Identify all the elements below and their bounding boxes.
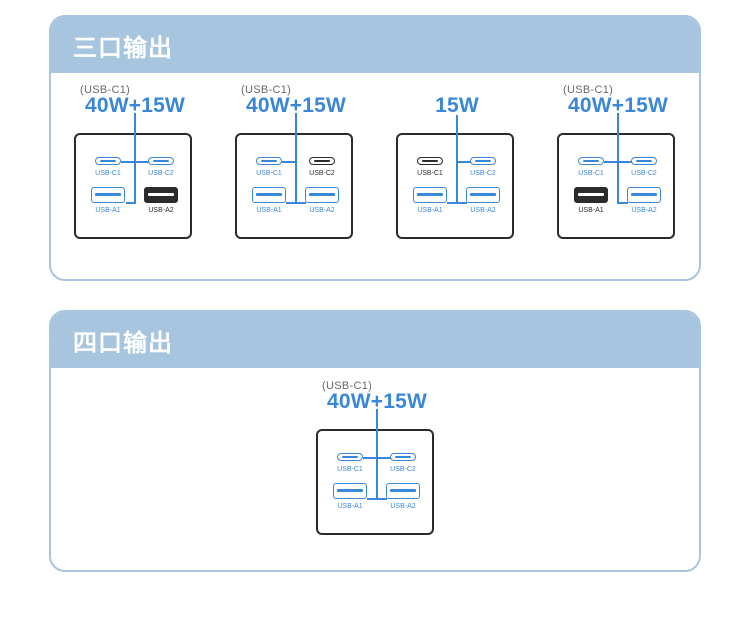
usb-a1-port	[252, 187, 286, 203]
usb-a2-port	[305, 187, 339, 203]
usb-a2-port	[627, 187, 661, 203]
power-value: 40W+15W	[245, 94, 347, 117]
usb-a2-port	[466, 187, 500, 203]
charger-device: USB-C1 USB-C2 USB-A1 USB-A2	[235, 113, 353, 239]
connector-line	[363, 457, 391, 459]
three-port-config-2: (USB-C1) 40W+15W USB-C1 USB-C2 USB-A1 US…	[235, 84, 357, 244]
charger-device: USB-C1 USB-C2 USB-A1 USB-A2	[74, 113, 192, 239]
usb-a1-label: USB-A1	[417, 207, 443, 214]
usb-a1-label: USB-A1	[256, 207, 282, 214]
three-port-title: 三口输出	[51, 17, 699, 73]
usb-a1-label: USB-A1	[95, 207, 121, 214]
usb-c1-label: USB-C1	[578, 170, 604, 177]
four-port-title: 四口输出	[51, 312, 699, 368]
three-port-config-3: 15W USB-C1 USB-C2 USB-A1 USB-A2	[396, 84, 518, 244]
config-note: (USB-C1)	[322, 380, 373, 392]
config-note: (USB-C1)	[563, 84, 614, 96]
three-port-section: 三口输出 (USB-C1) 40W+15W USB-C1 USB-C2 USB-…	[49, 15, 701, 281]
power-value: 40W+15W	[84, 94, 186, 117]
usb-c1-port	[95, 157, 121, 165]
power-value: 15W	[435, 94, 479, 117]
connector-line	[126, 202, 136, 204]
usb-c1-port	[256, 157, 282, 165]
connector-line	[376, 409, 378, 499]
usb-a1-port	[91, 187, 125, 203]
usb-c1-label: USB-C1	[95, 170, 121, 177]
usb-c1-port	[578, 157, 604, 165]
usb-a1-port	[333, 483, 367, 499]
config-note: (USB-C1)	[80, 84, 131, 96]
usb-c2-port	[390, 453, 416, 461]
connector-line	[121, 161, 149, 163]
config-note: (USB-C1)	[241, 84, 292, 96]
usb-a2-label: USB-A2	[631, 207, 657, 214]
connector-line	[367, 498, 387, 500]
usb-c2-port	[309, 157, 335, 165]
usb-c1-port	[417, 157, 443, 165]
usb-a2-label: USB-A2	[309, 207, 335, 214]
usb-c2-port	[470, 157, 496, 165]
usb-c2-label: USB-C2	[470, 170, 496, 177]
three-port-config-1: (USB-C1) 40W+15W USB-C1 USB-C2 USB-A1 US…	[74, 84, 196, 244]
usb-a2-label: USB-A2	[148, 207, 174, 214]
usb-a1-label: USB-A1	[578, 207, 604, 214]
charger-device: USB-C1 USB-C2 USB-A1 USB-A2	[557, 113, 675, 239]
usb-c2-port	[631, 157, 657, 165]
four-port-config-1: (USB-C1) 40W+15W USB-C1 USB-C2 USB-A1 US…	[316, 380, 438, 540]
usb-c2-port	[148, 157, 174, 165]
connector-line	[456, 161, 471, 163]
connector-line	[282, 161, 296, 163]
connector-line	[617, 113, 619, 203]
three-port-config-4: (USB-C1) 40W+15W USB-C1 USB-C2 USB-A1 US…	[557, 84, 679, 244]
usb-c1-label: USB-C1	[417, 170, 443, 177]
usb-c2-label: USB-C2	[390, 466, 416, 473]
usb-c1-label: USB-C1	[337, 466, 363, 473]
power-value: 40W+15W	[326, 390, 428, 413]
power-value: 40W+15W	[567, 94, 669, 117]
usb-a2-port	[386, 483, 420, 499]
usb-a2-label: USB-A2	[390, 503, 416, 510]
connector-line	[295, 113, 297, 203]
connector-line	[447, 202, 467, 204]
usb-c2-label: USB-C2	[631, 170, 657, 177]
usb-c1-label: USB-C1	[256, 170, 282, 177]
usb-a2-port	[144, 187, 178, 203]
usb-a2-label: USB-A2	[470, 207, 496, 214]
charger-device: USB-C1 USB-C2 USB-A1 USB-A2	[316, 409, 434, 535]
connector-line	[286, 202, 306, 204]
usb-c2-label: USB-C2	[148, 170, 174, 177]
connector-line	[456, 115, 458, 203]
usb-a1-port	[413, 187, 447, 203]
charger-device: USB-C1 USB-C2 USB-A1 USB-A2	[396, 115, 514, 239]
connector-line	[604, 161, 632, 163]
usb-c1-port	[337, 453, 363, 461]
usb-a1-label: USB-A1	[337, 503, 363, 510]
usb-a1-port	[574, 187, 608, 203]
four-port-section: 四口输出 (USB-C1) 40W+15W USB-C1 USB-C2 USB-…	[49, 310, 701, 572]
usb-c2-label: USB-C2	[309, 170, 335, 177]
connector-line	[617, 202, 628, 204]
connector-line	[134, 113, 136, 203]
